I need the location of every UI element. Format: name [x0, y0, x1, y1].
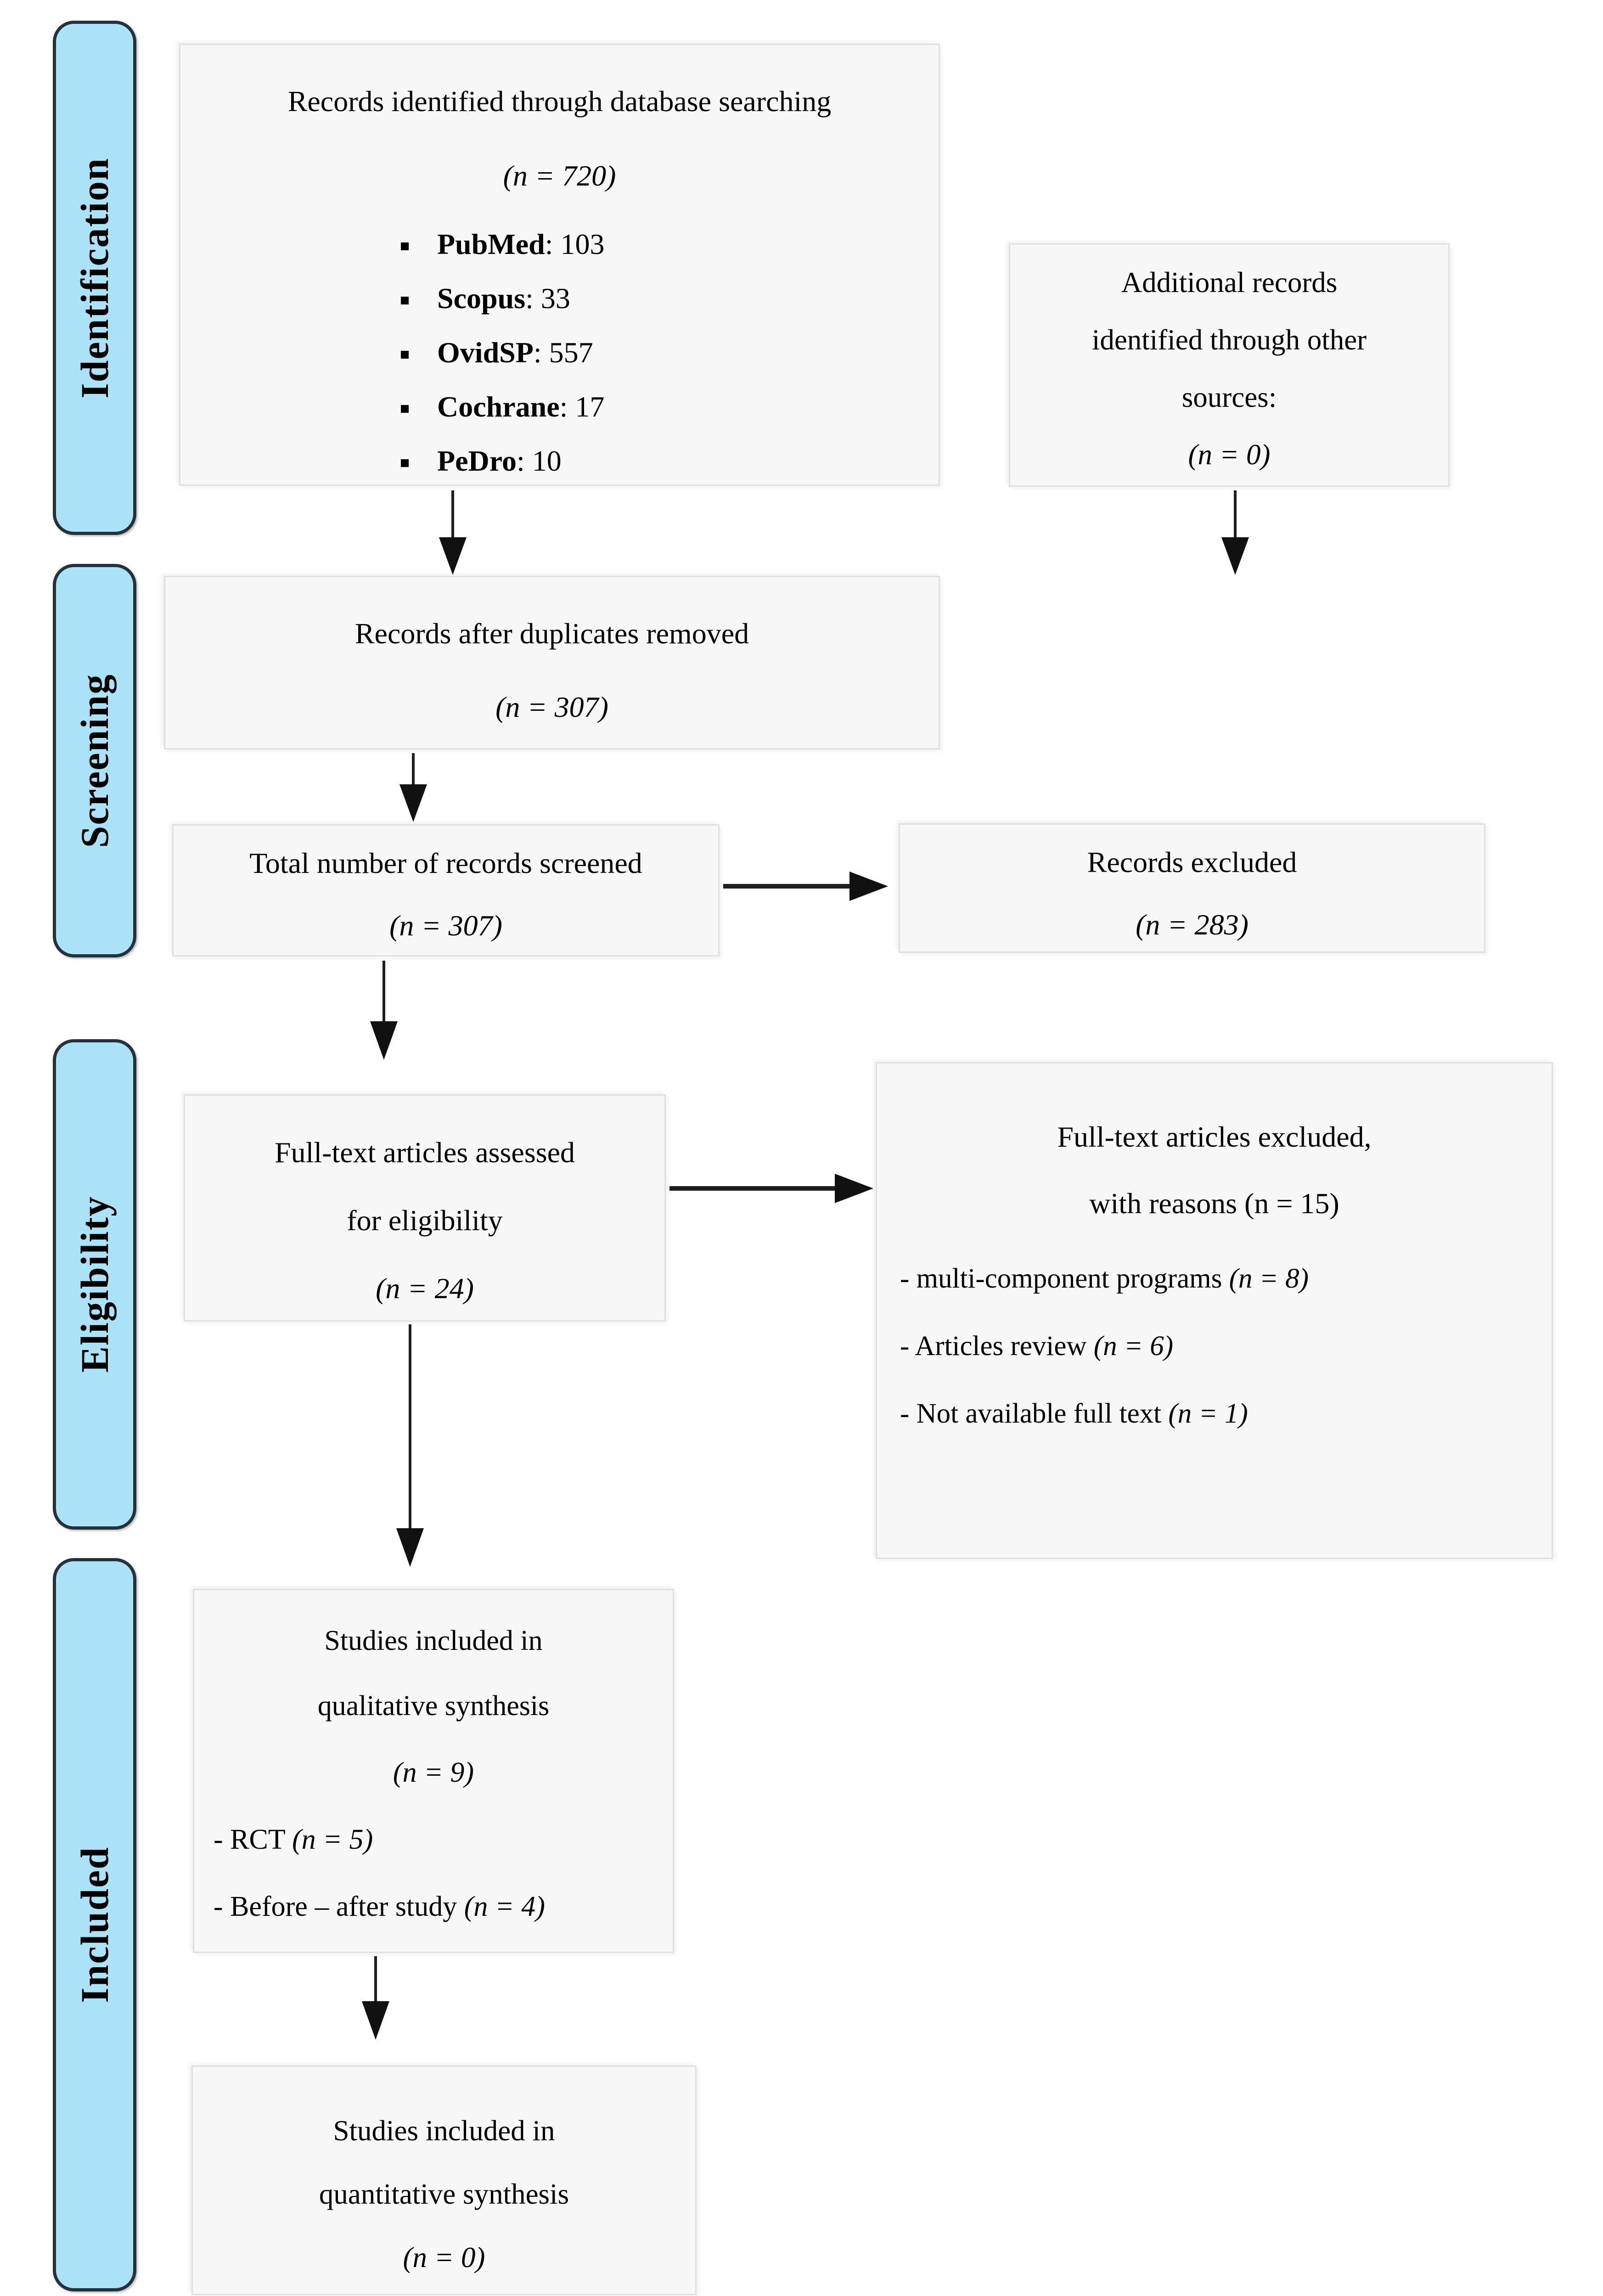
box-records-excluded-title: Records excluded	[1087, 846, 1297, 878]
source-name: PubMed	[437, 228, 545, 260]
source-count: 33	[540, 282, 570, 315]
list-item: - Before – after study (n = 4)	[214, 1873, 673, 1940]
box-records-screened-title: Total number of records screened	[249, 847, 642, 879]
source-count: 103	[560, 228, 605, 260]
reason-text: - multi-component programs	[900, 1263, 1229, 1294]
stage-included-label: Included	[73, 1846, 117, 2003]
arrowhead-screened-to-fulltext	[370, 1021, 398, 1060]
box-records-identified-count: (n = 720)	[503, 159, 616, 192]
arrowhead-dedup-to-screened	[399, 784, 427, 822]
stage-eligibility: Eligibility	[53, 1039, 136, 1530]
list-item: - Not available full text (n = 1)	[900, 1380, 1552, 1447]
bullet-square-icon	[401, 297, 409, 304]
bullet-square-icon	[401, 242, 409, 250]
stage-included: Included	[53, 1558, 136, 2291]
reason-text: - Articles review	[900, 1331, 1094, 1362]
list-item: OvidSP:557	[401, 326, 939, 380]
box-fulltext-excluded-line: with reasons (n = 15)	[1089, 1187, 1339, 1220]
bullet-square-icon	[401, 459, 409, 467]
box-qualitative-line: qualitative synthesis	[317, 1690, 550, 1722]
box-duplicates-removed: Records after duplicates removed (n = 30…	[164, 576, 940, 749]
box-fulltext-assessed-count: (n = 24)	[376, 1272, 474, 1305]
arrowhead-qualitative-to-quantitative	[362, 2001, 389, 2040]
source-count: 557	[549, 336, 593, 369]
arrowhead-additional-to-dedup	[1221, 537, 1249, 575]
box-fulltext-excluded: Full-text articles excluded, with reason…	[876, 1062, 1553, 1559]
exclusion-reason-list: - multi-component programs (n = 8) - Art…	[877, 1245, 1552, 1447]
box-duplicates-removed-count: (n = 307)	[495, 691, 608, 723]
box-fulltext-excluded-line: Full-text articles excluded,	[1057, 1120, 1372, 1153]
separator: :	[533, 336, 542, 369]
reason-count: (n = 1)	[1168, 1398, 1248, 1429]
box-records-excluded: Records excluded (n = 283)	[899, 823, 1485, 953]
box-records-excluded-count: (n = 283)	[1136, 908, 1249, 941]
list-item: PeDro:10	[401, 434, 939, 488]
source-name: Scopus	[437, 282, 526, 315]
bullet-square-icon	[401, 405, 409, 413]
source-name: Cochrane	[437, 390, 560, 423]
box-records-screened-count: (n = 307)	[389, 909, 502, 942]
box-duplicates-removed-title: Records after duplicates removed	[354, 617, 749, 650]
included-study-type-list: - RCT (n = 5) - Before – after study (n …	[194, 1806, 673, 1940]
box-additional-records: Additional records identified through ot…	[1009, 243, 1450, 487]
stage-identification: Identification	[53, 21, 136, 535]
study-type-count: (n = 4)	[464, 1891, 545, 1922]
box-fulltext-assessed-line: for eligibility	[347, 1204, 503, 1237]
box-quantitative-count: (n = 0)	[403, 2241, 485, 2273]
arrowhead-fulltext-to-qualitative	[396, 1528, 424, 1567]
box-records-screened: Total number of records screened (n = 30…	[172, 824, 720, 957]
stage-screening-label: Screening	[73, 673, 117, 848]
study-type-count: (n = 5)	[292, 1824, 373, 1855]
separator: :	[516, 445, 525, 477]
bullet-square-icon	[401, 351, 409, 359]
source-name: PeDro	[437, 445, 517, 477]
reason-text: - Not available full text	[900, 1398, 1169, 1429]
box-additional-records-line: Additional records	[1121, 266, 1338, 298]
source-count: 10	[532, 445, 562, 477]
list-item: Scopus:33	[401, 271, 939, 326]
arrowhead-screened-to-excluded	[849, 872, 888, 901]
box-additional-records-count: (n = 0)	[1188, 439, 1271, 471]
reason-count: (n = 6)	[1093, 1331, 1174, 1362]
separator: :	[545, 228, 553, 260]
box-additional-records-line: identified through other	[1091, 324, 1367, 356]
list-item: PubMed:103	[401, 217, 939, 271]
list-item: - RCT (n = 5)	[214, 1806, 673, 1873]
study-type-text: - RCT	[214, 1824, 292, 1855]
arrowhead-fulltext-to-excluded	[835, 1174, 873, 1203]
list-item: - Articles review (n = 6)	[900, 1312, 1552, 1380]
box-records-identified-title: Records identified through database sear…	[287, 85, 832, 118]
source-count: 17	[575, 390, 605, 423]
study-type-text: - Before – after study	[214, 1891, 464, 1922]
source-name: OvidSP	[437, 336, 534, 369]
box-additional-records-line: sources:	[1181, 381, 1277, 413]
box-qualitative-line: Studies included in	[324, 1625, 543, 1656]
separator: :	[525, 282, 534, 315]
box-fulltext-assessed-line: Full-text articles assessed	[274, 1136, 575, 1169]
box-quantitative-synthesis: Studies included in quantitative synthes…	[191, 2065, 697, 2295]
list-item: Cochrane:17	[401, 380, 939, 434]
stage-eligibility-label: Eligibility	[73, 1196, 117, 1373]
box-qualitative-count: (n = 9)	[393, 1757, 474, 1788]
stage-screening: Screening	[53, 564, 136, 957]
separator: :	[559, 390, 568, 423]
box-quantitative-line: quantitative synthesis	[319, 2178, 569, 2210]
database-source-list: PubMed:103 Scopus:33 OvidSP:557 Cochrane…	[401, 217, 939, 488]
stage-identification-label: Identification	[73, 157, 117, 399]
box-records-identified: Records identified through database sear…	[179, 44, 940, 486]
box-fulltext-assessed: Full-text articles assessed for eligibil…	[184, 1094, 666, 1322]
box-qualitative-synthesis: Studies included in qualitative synthesi…	[193, 1589, 674, 1953]
list-item: - multi-component programs (n = 8)	[900, 1245, 1552, 1312]
reason-count: (n = 8)	[1229, 1263, 1309, 1294]
box-quantitative-line: Studies included in	[333, 2115, 555, 2147]
arrowhead-identified-to-dedup	[439, 537, 467, 575]
